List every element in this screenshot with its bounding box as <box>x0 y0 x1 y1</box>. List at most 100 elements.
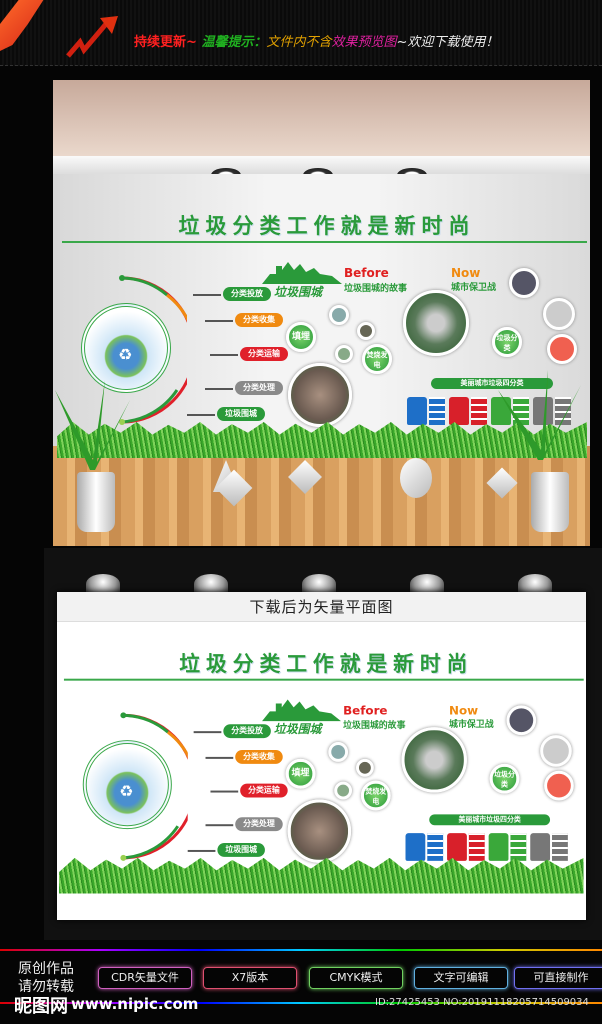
feature-badge: X7版本 <box>203 967 297 989</box>
original-notice: 原创作品 请勿转载 <box>18 960 74 996</box>
wall-title: 垃圾分类工作就是新时尚 <box>178 214 476 238</box>
hazardous-bin <box>449 397 469 425</box>
site-url[interactable]: www.nipic.com <box>71 995 199 1013</box>
footer: 原创作品 请勿转载 CDR矢量文件 X7版本 CMYK模式 文字可编辑 可直接制… <box>0 940 602 1024</box>
recycle-icon: ♻ <box>118 345 133 364</box>
egg-decoration <box>400 458 432 498</box>
history-photo <box>328 742 349 762</box>
connector <box>193 294 221 296</box>
connector <box>210 790 239 793</box>
spotlight <box>86 574 120 594</box>
ceiling-trim <box>53 156 590 174</box>
rainbow-line <box>0 949 602 951</box>
connector <box>205 824 234 827</box>
step-label: 分类投放 <box>223 724 271 739</box>
wall-design: 垃圾分类工作就是新时尚 ♻ 分类投放 分类收集 分类运输 分类处理 垃圾围城 垃… <box>57 210 587 460</box>
flag-ribbon-icon <box>0 0 44 51</box>
facility-photo <box>509 268 539 298</box>
four-class-banner: 美丽城市垃圾四分类 <box>429 814 551 826</box>
grass-strip <box>59 857 584 894</box>
hazardous-bin <box>447 833 467 861</box>
board-caption: 下载后为矢量平面图 <box>57 592 586 622</box>
history-photo <box>357 322 375 340</box>
top-banner: 持续更新~ 温馨提示：文件内不含效果预览图~欢迎下载使用！ <box>0 0 602 66</box>
other-bin <box>530 833 551 861</box>
step-label: 分类处理 <box>235 817 283 832</box>
spotlight <box>302 574 336 594</box>
banner-update-text: 持续更新~ <box>134 35 197 50</box>
sorting-badge: 垃圾分类 <box>489 763 520 794</box>
recyclable-icons <box>427 833 444 861</box>
vector-board: 下载后为矢量平面图 垃圾分类工作就是新时尚 ♻ 分类投放 分类收集 分类运输 分… <box>57 592 586 920</box>
step-label: 分类收集 <box>235 313 283 327</box>
history-photo <box>356 758 374 777</box>
connector <box>187 414 215 416</box>
logo-text: 垃圾围城 <box>274 285 323 299</box>
history-photo <box>334 781 353 800</box>
other-bin <box>533 397 553 425</box>
other-icons <box>555 397 571 425</box>
landfill-photo <box>287 799 352 863</box>
flower-pot <box>531 472 569 532</box>
room-preview: 垃圾分类工作就是新时尚 ♻ 分类投放 分类收集 分类运输 分类处理 垃圾围城 垃… <box>53 80 590 546</box>
recyclable-icons <box>429 397 445 425</box>
spotlight <box>410 574 444 594</box>
banner-notice: 持续更新~ 温馨提示：文件内不含效果预览图~欢迎下载使用！ <box>134 31 498 50</box>
step-label: 分类运输 <box>240 347 288 361</box>
history-photo <box>335 345 353 363</box>
sorting-badge: 垃圾分类 <box>492 327 522 357</box>
before-subtitle: 垃圾围城的故事 <box>343 721 406 732</box>
factory-photo <box>543 298 575 330</box>
connector <box>205 388 233 390</box>
city-skyline-icon <box>261 699 342 722</box>
incineration-badge: 焚烧发电 <box>360 780 391 811</box>
step-label: 分类投放 <box>223 287 271 301</box>
factory-icon <box>544 770 574 801</box>
ceiling <box>53 80 590 156</box>
banner-tip-text: 文件内不含 <box>266 35 332 50</box>
flower-pot <box>77 472 115 532</box>
rainbow-line <box>0 1002 602 1004</box>
title-underline <box>62 241 587 243</box>
hazardous-icons <box>468 833 485 861</box>
plant-left <box>55 380 130 470</box>
step-label: 垃圾围城 <box>217 407 265 421</box>
flat-preview: 下载后为矢量平面图 垃圾分类工作就是新时尚 ♻ 分类投放 分类收集 分类运输 分… <box>44 548 602 940</box>
step-label: 分类收集 <box>235 749 283 764</box>
wall-design: 垃圾分类工作就是新时尚 ♻ 分类投放 分类收集 分类运输 分类处理 垃圾围城 垃… <box>59 648 584 896</box>
feature-badge: CDR矢量文件 <box>98 967 192 989</box>
image-id: ID:27425453 NO:20191118205714509034 <box>375 997 589 1008</box>
connector <box>205 320 233 322</box>
step-label: 垃圾围城 <box>217 843 265 857</box>
now-title: Now <box>449 703 479 718</box>
banner-tip-highlight: 效果预览图 <box>331 35 397 50</box>
plant-right <box>498 370 581 460</box>
kitchen-bin <box>488 833 509 861</box>
spotlight <box>194 574 228 594</box>
landfill-badge: 填埋 <box>286 322 316 352</box>
original-text: 原创作品 <box>18 961 74 977</box>
hazardous-icons <box>471 397 487 425</box>
banner-tip-end: ~欢迎下载使用！ <box>396 35 499 50</box>
before-title: Before <box>344 266 389 280</box>
feature-badge: 文字可编辑 <box>414 967 508 989</box>
recyclable-bin <box>407 397 427 425</box>
spotlight <box>518 574 552 594</box>
four-class-banner: 美丽城市垃圾四分类 <box>431 378 553 389</box>
step-label: 分类运输 <box>240 783 288 798</box>
feature-badge: CMYK模式 <box>309 967 403 989</box>
factory-photo <box>540 735 572 767</box>
facility-photo <box>506 705 537 736</box>
kitchen-icons <box>510 833 527 861</box>
rising-arrow-icon <box>66 16 118 58</box>
other-icons <box>552 833 568 861</box>
connector <box>193 731 222 734</box>
connector <box>210 354 238 356</box>
earth-recycle-emblem: ♻ <box>82 740 172 830</box>
banner-tip-label: 温馨提示： <box>201 35 267 50</box>
now-subtitle: 城市保卫战 <box>449 720 494 731</box>
no-repost-text: 请勿转载 <box>18 979 74 995</box>
now-subtitle: 城市保卫战 <box>451 283 497 293</box>
logo-text: 垃圾围城 <box>273 722 322 737</box>
earth-recycle-emblem: ♻ <box>81 303 171 393</box>
